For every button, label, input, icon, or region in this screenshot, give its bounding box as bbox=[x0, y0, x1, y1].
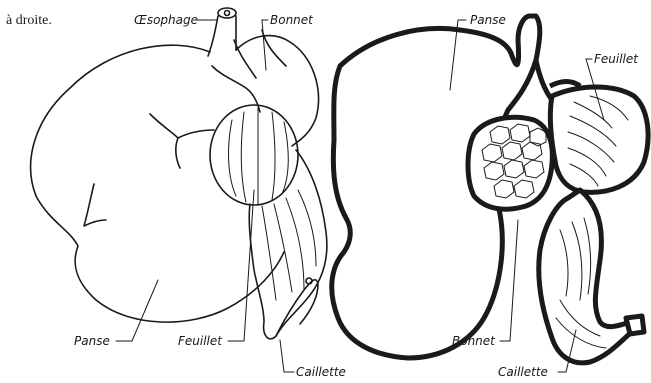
left-oesophagus bbox=[208, 16, 236, 56]
right-caillette-wall bbox=[539, 190, 636, 363]
left-bonnet-vessels bbox=[212, 30, 286, 112]
label-bonnet-right: Bonnet bbox=[452, 334, 496, 348]
left-panse-groove-lower bbox=[84, 184, 106, 226]
label-caillette-right: Caillette bbox=[498, 365, 548, 379]
label-bonnet-left: Bonnet bbox=[270, 13, 314, 27]
label-panse-left: Panse bbox=[74, 334, 110, 348]
label-caillette-left: Caillette bbox=[296, 365, 346, 379]
left-feuillet-lines bbox=[229, 108, 289, 204]
left-labels: Œsophage Bonnet Panse Feuillet Caillette bbox=[74, 13, 346, 379]
label-oesophage: Œsophage bbox=[134, 13, 198, 27]
label-panse-right: Panse bbox=[470, 13, 506, 27]
left-panse-groove-upper bbox=[150, 114, 214, 168]
right-stomach-section bbox=[332, 16, 648, 363]
left-oesophagus-opening bbox=[218, 8, 236, 18]
right-duodenum bbox=[626, 316, 644, 334]
left-stomach-external bbox=[31, 8, 327, 339]
label-feuillet-left: Feuillet bbox=[178, 334, 223, 348]
label-feuillet-right: Feuillet bbox=[594, 52, 639, 66]
left-caillette-outline bbox=[249, 150, 327, 339]
